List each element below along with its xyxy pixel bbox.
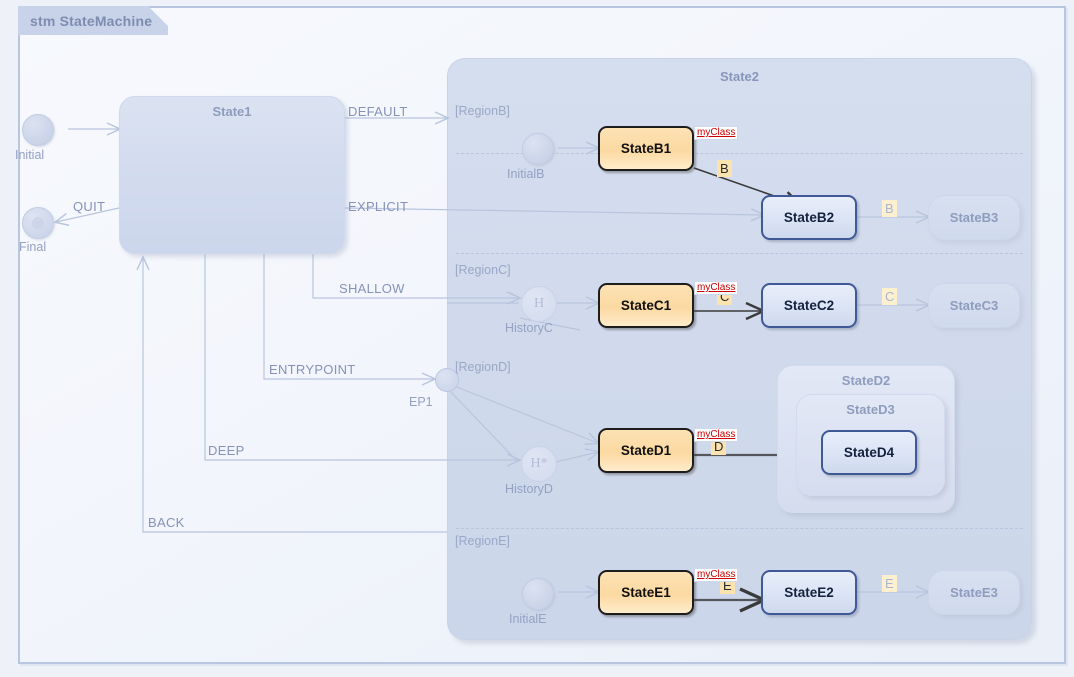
pseudostate-final[interactable] bbox=[22, 207, 54, 239]
statee2-label: StateE2 bbox=[784, 585, 834, 600]
state-statec2[interactable]: StateC2 bbox=[761, 283, 857, 328]
statee3-label: StateE3 bbox=[950, 585, 998, 600]
frame-title-tab: stm StateMachine bbox=[18, 6, 168, 35]
state-stateb3[interactable]: StateB3 bbox=[928, 195, 1020, 240]
statec1-label: StateC1 bbox=[620, 298, 672, 313]
region-label-c: [RegionC] bbox=[455, 263, 511, 277]
state2-title: State2 bbox=[719, 69, 760, 84]
frame-title-label: stm StateMachine bbox=[30, 12, 153, 29]
transition-label-entrypoint: ENTRYPOINT bbox=[269, 362, 356, 377]
transition-badge-e2: E bbox=[882, 575, 897, 592]
transition-label-back: BACK bbox=[148, 515, 185, 530]
state-stateb1[interactable]: StateB1 bbox=[598, 126, 694, 171]
historyd-glyph: H* bbox=[530, 456, 548, 471]
myclass-tooltip-c: myClass bbox=[694, 281, 739, 295]
pseudostate-historyc-label: HistoryC bbox=[505, 321, 553, 335]
statec2-label: StateC2 bbox=[783, 298, 835, 313]
transition-badge-b2: B bbox=[882, 200, 897, 217]
state-statee3[interactable]: StateE3 bbox=[928, 570, 1020, 615]
state-statec1[interactable]: StateC1 bbox=[598, 283, 694, 328]
entrypoint-ep1-label: EP1 bbox=[409, 395, 433, 409]
region-separator-b-c bbox=[456, 153, 1023, 154]
pseudostate-initial-label: Initial bbox=[15, 148, 45, 162]
pseudostate-initiale[interactable] bbox=[522, 578, 554, 610]
entrypoint-ep1[interactable] bbox=[435, 368, 459, 392]
transition-label-explicit: EXPLICIT bbox=[348, 199, 409, 214]
stated3-label: StateD3 bbox=[846, 402, 895, 417]
region-label-e: [RegionE] bbox=[455, 534, 510, 548]
region-label-d: [RegionD] bbox=[455, 360, 511, 374]
pseudostate-historyd[interactable]: H* bbox=[521, 446, 557, 482]
statec3-label: StateC3 bbox=[949, 298, 999, 313]
transition-label-quit: QUIT bbox=[73, 199, 106, 214]
transition-badge-d1: D bbox=[711, 438, 727, 455]
myclass-tooltip-d: myClass bbox=[694, 428, 739, 442]
state-state1[interactable]: State1 bbox=[119, 96, 345, 254]
region-separator-d-e bbox=[456, 528, 1023, 529]
state1-label: State1 bbox=[212, 104, 252, 119]
statee1-label: StateE1 bbox=[621, 585, 671, 600]
region-separator-c-d bbox=[456, 253, 1023, 254]
pseudostate-initialb-label: InitialB bbox=[507, 167, 545, 181]
pseudostate-initialb[interactable] bbox=[522, 133, 554, 165]
pseudostate-final-label: Final bbox=[19, 240, 47, 254]
region-label-b: [RegionB] bbox=[455, 104, 510, 118]
state-statee1[interactable]: StateE1 bbox=[598, 570, 694, 615]
state-stateb2[interactable]: StateB2 bbox=[761, 195, 857, 240]
stated4-label: StateD4 bbox=[843, 445, 895, 460]
stateb1-label: StateB1 bbox=[620, 141, 672, 156]
pseudostate-historyd-label: HistoryD bbox=[505, 482, 553, 496]
stated1-label: StateD1 bbox=[620, 443, 672, 458]
stated2-label: StateD2 bbox=[841, 373, 891, 388]
pseudostate-initiale-label: InitialE bbox=[509, 612, 547, 626]
state-statec3[interactable]: StateC3 bbox=[928, 283, 1020, 328]
stateb2-label: StateB2 bbox=[783, 210, 835, 225]
pseudostate-initial[interactable] bbox=[22, 114, 54, 146]
transition-badge-c2: C bbox=[882, 288, 898, 305]
state-stated1[interactable]: StateD1 bbox=[598, 428, 694, 473]
transition-label-default: DEFAULT bbox=[348, 104, 408, 119]
transition-badge-b1: B bbox=[717, 160, 732, 177]
stateb3-label: StateB3 bbox=[949, 210, 999, 225]
state-statee2[interactable]: StateE2 bbox=[761, 570, 857, 615]
transition-label-deep: DEEP bbox=[208, 443, 245, 458]
historyc-glyph: H bbox=[533, 296, 545, 311]
state-stated4[interactable]: StateD4 bbox=[821, 430, 917, 475]
transition-label-shallow: SHALLOW bbox=[339, 281, 405, 296]
pseudostate-historyc[interactable]: H bbox=[521, 286, 557, 322]
myclass-tooltip-b: myClass bbox=[694, 126, 739, 140]
myclass-tooltip-e: myClass bbox=[694, 568, 739, 582]
